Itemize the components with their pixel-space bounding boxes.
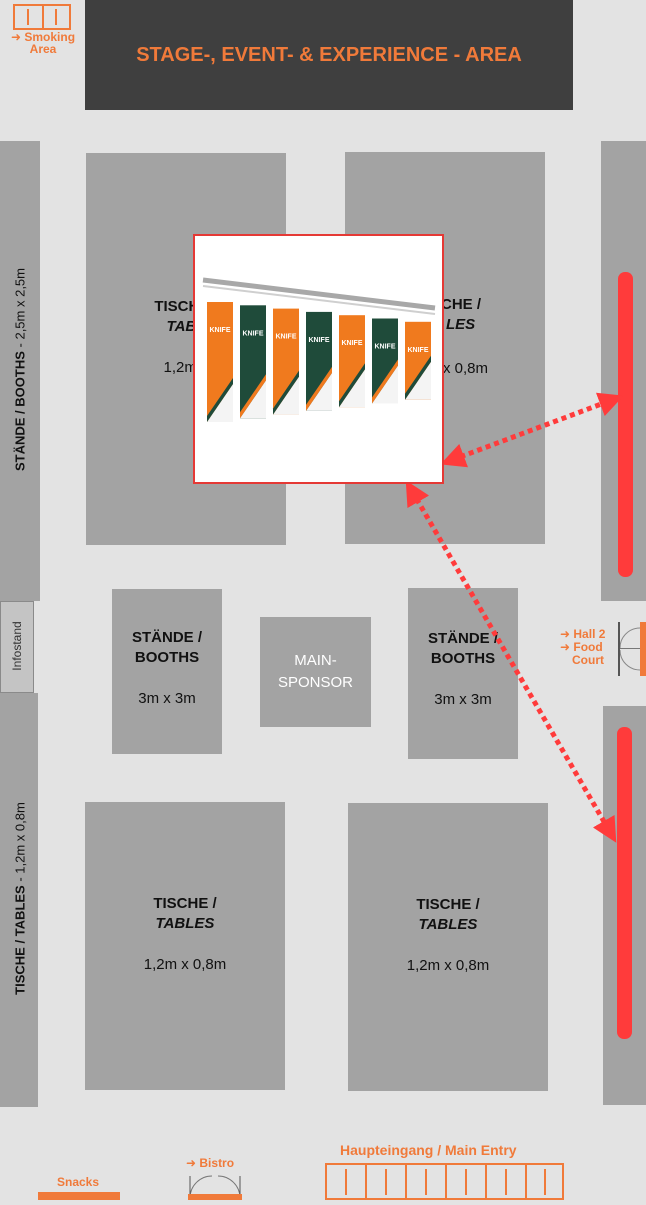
svg-text:KNIFE: KNIFE	[342, 340, 363, 347]
svg-text:KNIFE: KNIFE	[276, 334, 297, 341]
svg-text:KNIFE: KNIFE	[210, 327, 231, 334]
table-block-top-right-dim: x 0,8m	[443, 360, 489, 377]
hall2-food-court-label: ➜ Hall 2 ➜ Food Court	[560, 627, 606, 667]
table-block-bottom-right-dim: 1,2m x 0,8m	[406, 957, 490, 974]
table-block-bottom-right-title: TISCHE /	[416, 896, 480, 913]
booth-left-subtitle: BOOTHS	[134, 649, 200, 666]
booth-left-title: STÄNDE /	[131, 629, 202, 646]
banner-5: KNIFE	[339, 315, 365, 408]
main-sponsor-line1: MAIN-	[294, 652, 337, 669]
left-tables-label: TISCHE / TABLES - 1,2m x 0,8m	[12, 802, 28, 995]
door-swing-icon	[188, 1175, 242, 1200]
table-block-top-right-subtitle: LES	[446, 316, 476, 333]
snacks-counter[interactable]	[38, 1192, 120, 1200]
svg-text:KNIFE: KNIFE	[309, 337, 330, 344]
table-block-bottom-right[interactable]: TISCHE / TABLES 1,2m x 0,8m	[348, 803, 548, 1091]
table-block-bottom-right-subtitle: TABLES	[418, 916, 478, 933]
stage-title: STAGE-, EVENT- & EXPERIENCE - AREA	[136, 43, 522, 66]
door-swing-icon	[620, 627, 641, 671]
booth-right-dim: 3m x 3m	[434, 691, 492, 708]
left-table-strip[interactable]	[0, 693, 38, 1107]
banner-4: KNIFE	[306, 311, 332, 411]
svg-text:KNIFE: KNIFE	[243, 330, 264, 337]
stage-area[interactable]: STAGE-, EVENT- & EXPERIENCE - AREA	[85, 0, 573, 110]
main-entry-label: Haupteingang / Main Entry	[340, 1142, 517, 1158]
booth-right-title: STÄNDE /	[427, 630, 498, 647]
main-sponsor-line2: SPONSOR	[277, 674, 353, 691]
booth-left[interactable]: STÄNDE / BOOTHS 3m x 3m	[112, 589, 222, 754]
bistro-door-icon	[188, 1172, 242, 1200]
left-booth-strip[interactable]	[0, 141, 40, 601]
booth-left-dim: 3m x 3m	[138, 690, 196, 707]
smoking-door-icon	[13, 4, 71, 30]
hanging-banners-illustration: KNIFE KNIFE KNIFE KNIFE KNIFE KNIFE KNIFE	[202, 277, 436, 422]
main-entry-door-icon[interactable]	[325, 1163, 564, 1200]
banner-7: KNIFE	[405, 321, 431, 400]
bistro-label: ➜ Bistro	[186, 1156, 235, 1170]
table-block-bottom-left-title: TISCHE /	[153, 895, 217, 912]
table-block-bottom-left-subtitle: TABLES	[155, 915, 215, 932]
banner-1: KNIFE	[207, 302, 233, 422]
infostand[interactable]	[0, 601, 34, 693]
booth-right-subtitle: BOOTHS	[430, 650, 496, 667]
banner-2: KNIFE	[240, 305, 266, 419]
smoking-area-label: ➜ Smoking Area	[10, 30, 76, 56]
banner-6: KNIFE	[372, 318, 398, 404]
highlight-bar-top	[618, 272, 633, 577]
table-block-bottom-left[interactable]: TISCHE / TABLES 1,2m x 0,8m	[85, 802, 285, 1090]
highlight-bar-bottom	[617, 727, 632, 1039]
svg-text:KNIFE: KNIFE	[408, 347, 429, 354]
left-booths-label: STÄNDE / BOOTHS - 2,5m x 2,5m	[12, 268, 28, 471]
banner-preview-popup[interactable]: KNIFE KNIFE KNIFE KNIFE KNIFE KNIFE KNIFE	[193, 234, 444, 484]
snacks-label: Snacks	[57, 1175, 100, 1189]
table-block-bottom-left-dim: 1,2m x 0,8m	[143, 956, 227, 973]
main-sponsor[interactable]: MAIN- SPONSOR	[260, 617, 371, 727]
svg-text:KNIFE: KNIFE	[375, 344, 396, 351]
infostand-label: Infostand	[10, 621, 24, 671]
hall2-door-icon	[618, 622, 646, 676]
banner-3: KNIFE	[273, 308, 299, 415]
booth-right[interactable]: STÄNDE / BOOTHS 3m x 3m	[408, 588, 518, 759]
table-block-top-right-title: CHE /	[441, 296, 482, 313]
